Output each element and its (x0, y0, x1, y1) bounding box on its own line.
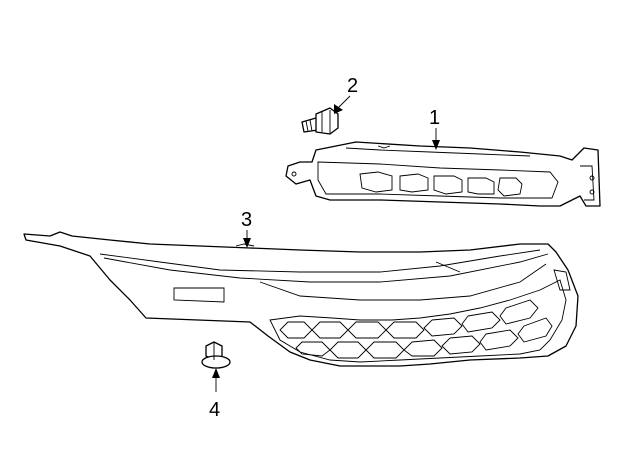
bumper-bezel-part (23, 231, 579, 367)
callout-4-label: 4 (209, 399, 220, 421)
honeycomb-grille (269, 279, 567, 363)
callout-3-label: 3 (241, 209, 252, 231)
clip-retainer-part (201, 341, 231, 369)
callout-2-leader (337, 95, 351, 109)
callout-3-arrowhead (243, 238, 251, 248)
callout-1-label: 1 (429, 107, 440, 129)
bolt-part (301, 107, 339, 135)
callout-2-arrowhead (334, 104, 343, 114)
callout-arrows (212, 95, 440, 392)
callout-1-arrowhead (432, 140, 440, 150)
callout-2-label: 2 (347, 75, 358, 97)
fog-lamp-part (285, 141, 601, 207)
callout-4-arrowhead (212, 368, 220, 378)
